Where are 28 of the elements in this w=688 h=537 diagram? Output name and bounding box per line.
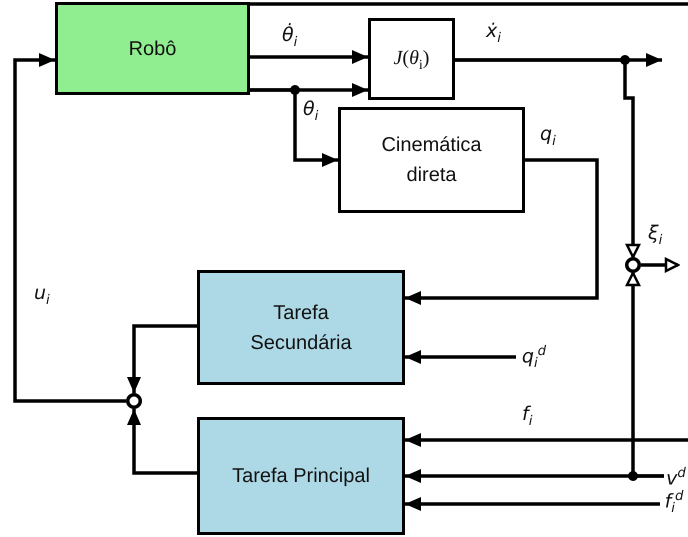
arrow: [250, 88, 338, 167]
signal-line: [250, 2, 688, 6]
arrow: [13, 53, 126, 403]
arrow: [405, 158, 599, 305]
arrow: [405, 497, 660, 511]
arrow: [405, 350, 516, 364]
robot-block: Robô: [55, 2, 250, 95]
jacobian-block: J(θ$_{i}$): [368, 18, 455, 100]
edge-label: q$_{i}$: [540, 123, 556, 149]
summing-junction: [625, 257, 641, 273]
arrow: [127, 409, 197, 475]
edge-label: f$_{i}$: [522, 403, 532, 429]
arrow: [455, 58, 640, 258]
arrow: [641, 258, 680, 272]
edge-label: u$_{i}$: [34, 282, 50, 308]
secondary-task-block: Tarefa Secundária: [197, 270, 405, 385]
arrow: [626, 272, 664, 478]
edge-label: ξ$_{i}$: [648, 222, 662, 248]
edge-label: ẋ$_{i}$: [486, 20, 501, 46]
arrow: [405, 433, 688, 447]
kinematics-block: Cinemática direta: [338, 107, 525, 213]
edge-label: θ$_{i}$: [303, 98, 318, 124]
summing-junction: [126, 393, 142, 409]
signal-label: v$^{d}$: [664, 468, 688, 488]
edge-label: θ̇$_{i}$: [282, 24, 298, 50]
arrow: [250, 50, 368, 64]
arrow: [127, 324, 197, 393]
main-task-block: Tarefa Principal: [197, 417, 405, 535]
